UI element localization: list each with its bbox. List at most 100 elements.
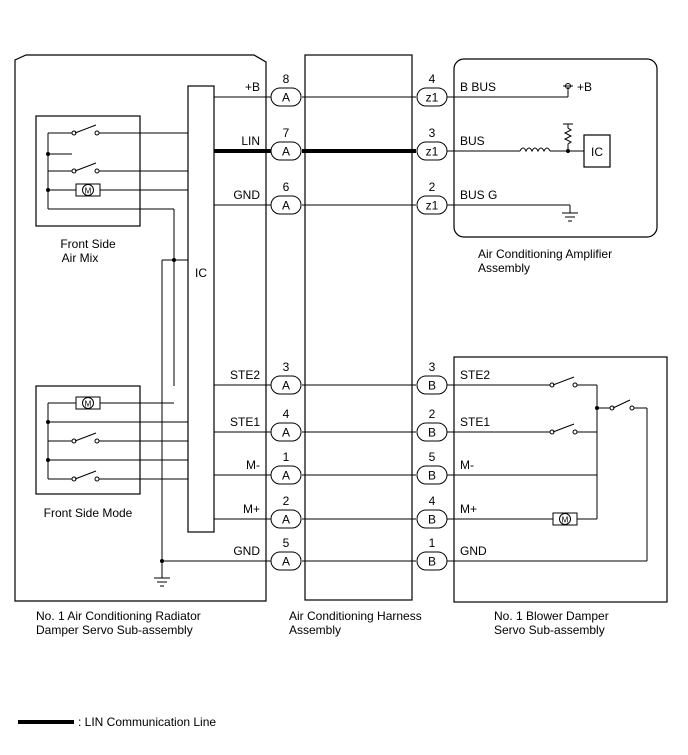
left-connector-shape xyxy=(270,509,302,529)
left-ground-wiring xyxy=(160,258,283,578)
amplifier-ic-block xyxy=(583,134,611,168)
right-connector-shape xyxy=(416,195,448,215)
left-connector-id: A xyxy=(282,145,290,159)
svg-text:M: M xyxy=(85,187,92,196)
left-pin-number: 7 xyxy=(283,126,290,140)
amplifier-title-line2: Assembly xyxy=(478,261,530,275)
right-pin-number: 4 xyxy=(429,494,436,508)
right-pin-number: 2 xyxy=(429,407,436,421)
left-module-outline xyxy=(14,54,267,602)
right-connector-id: z1 xyxy=(426,91,439,105)
blower-servo-title-line1: No. 1 Blower Damper xyxy=(494,609,609,623)
mode-motor-icon: M xyxy=(75,396,101,410)
right-signal-label: M+ xyxy=(460,502,477,516)
lin-legend-text: : LIN Communication Line xyxy=(78,715,216,729)
left-connector-id: A xyxy=(282,379,290,393)
air-mix-motor-icon: M xyxy=(75,183,101,197)
mode-switch-box xyxy=(35,385,141,495)
right-connector-shape xyxy=(416,87,448,107)
left-signal-label: M- xyxy=(246,458,260,472)
left-signal-label: STE2 xyxy=(230,368,260,382)
harness-outline xyxy=(304,54,413,601)
left-ic-block xyxy=(187,85,215,533)
harness-title-line2: Assembly xyxy=(289,623,341,637)
left-connector-shape xyxy=(270,465,302,485)
left-connector-id: A xyxy=(282,199,290,213)
air-mix-switch-wiring xyxy=(46,124,188,386)
right-pin-number: 5 xyxy=(429,450,436,464)
right-connector-shape xyxy=(416,141,448,161)
right-pin-number: 1 xyxy=(429,536,436,550)
left-pin-number: 4 xyxy=(283,407,290,421)
left-signal-label: +B xyxy=(245,80,260,94)
blower-servo-outline xyxy=(453,356,668,603)
right-pin-number: 3 xyxy=(429,126,436,140)
left-connector-id: A xyxy=(282,513,290,527)
left-connector-shape xyxy=(270,195,302,215)
blower-servo-wiring xyxy=(440,376,648,562)
left-connector-id: A xyxy=(282,469,290,483)
right-pin-row: B 5M- xyxy=(416,450,474,485)
svg-text:M: M xyxy=(85,400,92,409)
left-connector-id: A xyxy=(282,91,290,105)
amplifier-bus-wiring xyxy=(440,123,584,153)
left-connection-wires xyxy=(214,96,283,562)
left-pin-number: 8 xyxy=(283,72,290,86)
left-signal-label: LIN xyxy=(241,134,260,148)
amplifier-ground-wiring xyxy=(440,204,578,222)
left-connector-shape xyxy=(270,87,302,107)
right-connector-id: B xyxy=(428,555,436,569)
right-connector-shape xyxy=(416,509,448,529)
right-connector-shape xyxy=(416,465,448,485)
right-pin-number: 2 xyxy=(429,180,436,194)
mode-switch-wiring xyxy=(46,402,188,482)
amplifier-ic-label: IC xyxy=(591,145,603,159)
blower-motor-icon: M xyxy=(552,512,578,526)
blower-servo-title-line2: Servo Sub-assembly xyxy=(494,623,605,637)
right-signal-label: BUS G xyxy=(460,188,497,202)
left-ic-label: IC xyxy=(195,266,207,280)
left-pin-number: 1 xyxy=(283,450,290,464)
left-pin-row: A 2M+ xyxy=(243,494,302,529)
right-signal-label: STE1 xyxy=(460,415,490,429)
air-mix-label-line1: Front Side xyxy=(60,237,116,251)
right-signal-label: B BUS xyxy=(460,80,496,94)
left-connector-id: A xyxy=(282,555,290,569)
left-pin-number: 6 xyxy=(283,180,290,194)
amplifier-power-wiring xyxy=(440,83,573,98)
left-connector-shape xyxy=(270,422,302,442)
right-signal-label: STE2 xyxy=(460,368,490,382)
left-pin-number: 2 xyxy=(283,494,290,508)
amplifier-plus-b-label: +B xyxy=(577,80,592,94)
right-connector-id: B xyxy=(428,469,436,483)
harness-title-line1: Air Conditioning Harness xyxy=(289,609,422,623)
right-signal-label: BUS xyxy=(460,134,485,148)
right-pin-row: B4M+ xyxy=(416,494,477,529)
right-connector-shape xyxy=(416,422,448,442)
left-signal-label: M+ xyxy=(243,502,260,516)
right-signal-label: M- xyxy=(460,458,474,472)
left-ground-icon xyxy=(154,577,170,587)
right-connector-id: z1 xyxy=(426,145,439,159)
left-module-title-line2: Damper Servo Sub-assembly xyxy=(36,623,193,637)
left-module-title-line1: No. 1 Air Conditioning Radiator xyxy=(36,609,201,623)
right-connector-id: B xyxy=(428,426,436,440)
left-pin-row: A 8 +B xyxy=(245,72,302,107)
right-connector-shape xyxy=(416,375,448,395)
left-pin-row: A 1M- xyxy=(246,450,302,485)
right-connector-id: B xyxy=(428,379,436,393)
right-signal-label: GND xyxy=(460,544,487,558)
